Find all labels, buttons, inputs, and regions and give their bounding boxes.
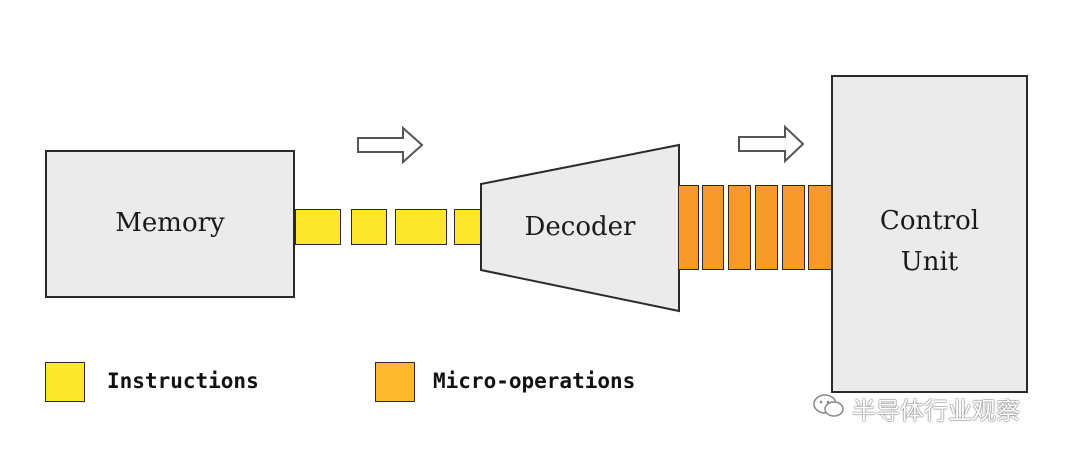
- micro-operation-block: [782, 185, 805, 270]
- instruction-block: [351, 209, 387, 245]
- micro-operation-block: [728, 185, 751, 270]
- micro-operation-block: [702, 185, 724, 270]
- memory-box: Memory: [45, 150, 295, 298]
- control-unit-label-line1: Control: [879, 206, 980, 236]
- legend-instructions-swatch: [45, 362, 85, 402]
- control-unit-box: Control Unit: [831, 75, 1028, 393]
- decoder-shape: [480, 143, 680, 313]
- micro-operation-block: [678, 185, 699, 270]
- watermark-text: 半导体行业观察: [852, 397, 1020, 425]
- micro-operation-block: [808, 185, 832, 270]
- control-unit-label-line2: Unit: [900, 247, 959, 277]
- instruction-block: [454, 209, 482, 245]
- memory-label: Memory: [115, 208, 225, 238]
- wechat-logo-icon: [813, 394, 844, 417]
- decoder-label: Decoder: [524, 212, 636, 242]
- control-unit-label: Control Unit: [833, 201, 1026, 283]
- legend-micro-operations-swatch: [375, 362, 415, 402]
- instruction-block: [295, 209, 341, 245]
- instruction-block: [395, 209, 447, 245]
- right-arrow-icon: [357, 125, 424, 165]
- right-arrow-icon: [738, 124, 805, 164]
- micro-operation-block: [755, 185, 778, 270]
- legend-instructions-label: Instructions: [107, 369, 259, 393]
- legend-micro-operations-label: Micro-operations: [433, 369, 636, 393]
